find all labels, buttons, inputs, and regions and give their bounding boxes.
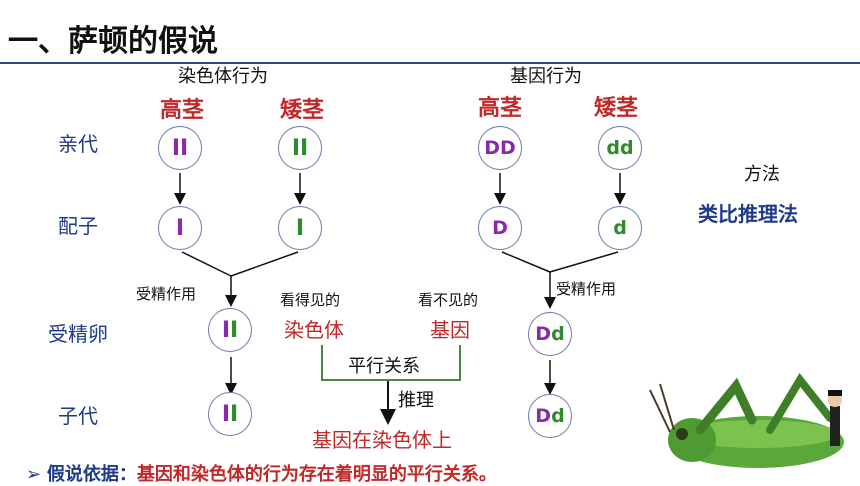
reasoning-label: 推理	[398, 390, 434, 411]
fertilization-label-gene: 受精作用	[556, 280, 617, 298]
method-name: 类比推理法	[698, 202, 798, 226]
gene-short-gamete: d	[598, 206, 642, 250]
zygote-gene-dominant: D	[535, 323, 552, 345]
chromosome-short-label: 矮茎	[280, 97, 325, 123]
chromosome-short-parent: II	[278, 126, 322, 170]
hypothesis-basis: ➢ 假说依据：基因和染色体的行为存在着明显的平行关系。	[26, 460, 497, 486]
row-label-parent: 亲代	[58, 132, 98, 156]
visible-label: 看得见的	[280, 291, 341, 309]
chromosome-tall-gamete: I	[158, 206, 202, 250]
footer-label: 假说依据：	[46, 464, 137, 485]
zygote-gene-recessive: d	[551, 323, 565, 345]
zygote-chromosome-mark: I	[230, 317, 239, 343]
gene-tall-label: 高茎	[478, 95, 523, 121]
visible-object: 染色体	[284, 318, 344, 342]
gene-behavior-header: 基因行为	[510, 66, 582, 87]
method-label: 方法	[744, 164, 780, 185]
parallel-relation: 平行关系	[348, 356, 420, 377]
page-title: 一、萨顿的假说	[8, 24, 218, 59]
conclusion: 基因在染色体上	[312, 428, 452, 452]
gene-tall-parent: DD	[478, 126, 522, 170]
chromosome-tall-parent: II	[158, 126, 202, 170]
chromosome-behavior-header: 染色体行为	[178, 66, 268, 87]
gene-short-label: 矮茎	[594, 95, 639, 121]
offspring-chromosome-mark: I	[221, 401, 230, 427]
chromosome-tall-label: 高茎	[160, 97, 205, 123]
offspring-chromosome-mark: I	[230, 401, 239, 427]
footer-bullet-icon: ➢	[26, 464, 42, 485]
offspring-gene-dominant: D	[535, 405, 552, 427]
footer-text: 基因和染色体的行为存在着明显的平行关系。	[136, 464, 497, 485]
invisible-object: 基因	[430, 318, 470, 342]
chromosome-short-gamete: I	[278, 206, 322, 250]
offspring-gene-recessive: d	[551, 405, 565, 427]
zygote-chromosome-mark: I	[221, 317, 230, 343]
fertilization-label-chromosome: 受精作用	[136, 285, 197, 303]
row-label-gamete: 配子	[58, 214, 98, 238]
gene-tall-gamete: D	[478, 206, 522, 250]
grasshopper-image	[649, 372, 844, 468]
row-label-offspring: 子代	[58, 404, 98, 428]
title-underline	[0, 62, 860, 64]
gene-short-parent: dd	[598, 126, 642, 170]
invisible-label: 看不见的	[418, 291, 479, 309]
row-label-zygote: 受精卵	[48, 322, 108, 346]
